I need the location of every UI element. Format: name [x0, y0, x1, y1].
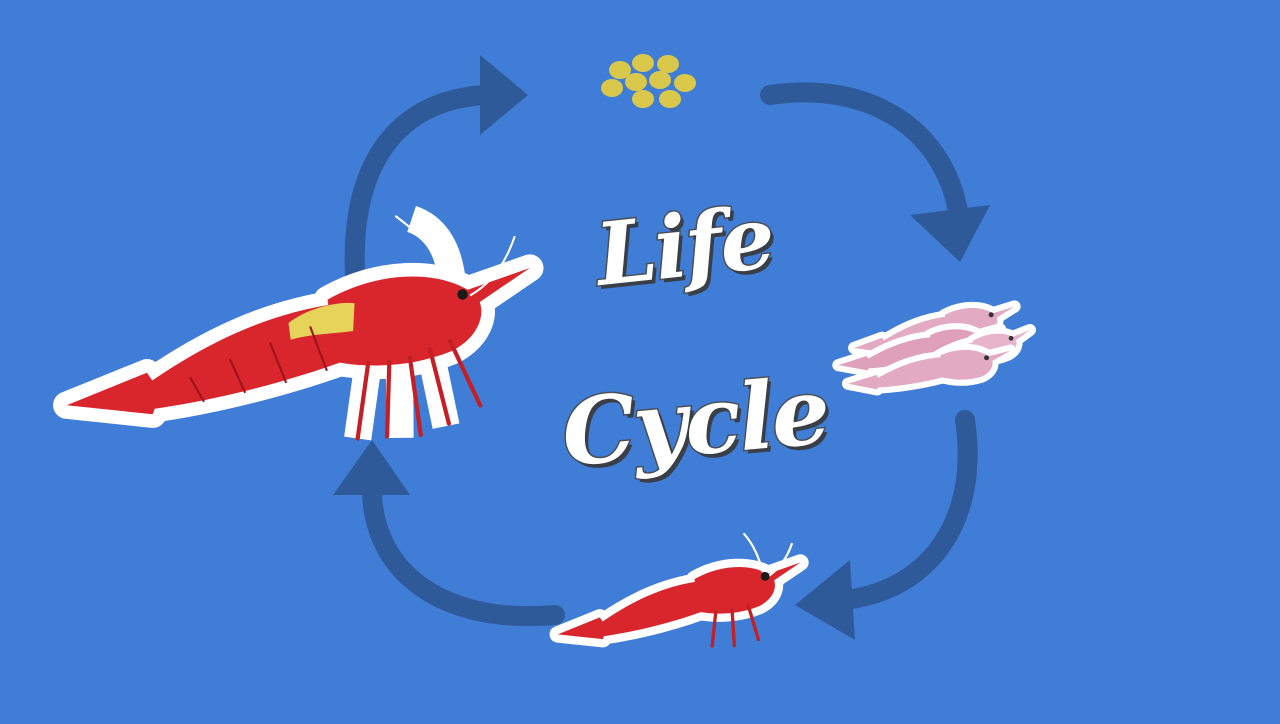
egg-cluster-icon [601, 54, 696, 108]
arrow-young-to-adult [333, 440, 565, 627]
title-line-cycle: Cycle [556, 355, 834, 489]
red-shrimp-small-icon [547, 532, 810, 670]
arrow-juveniles-to-young [795, 410, 978, 640]
arrow-eggs-to-juveniles [760, 82, 990, 262]
arrow-adult-to-eggs [344, 55, 528, 285]
pink-shrimp-group-icon [836, 303, 1034, 391]
title-line-life: Life [590, 186, 779, 308]
red-shrimp-large-icon [47, 205, 551, 441]
